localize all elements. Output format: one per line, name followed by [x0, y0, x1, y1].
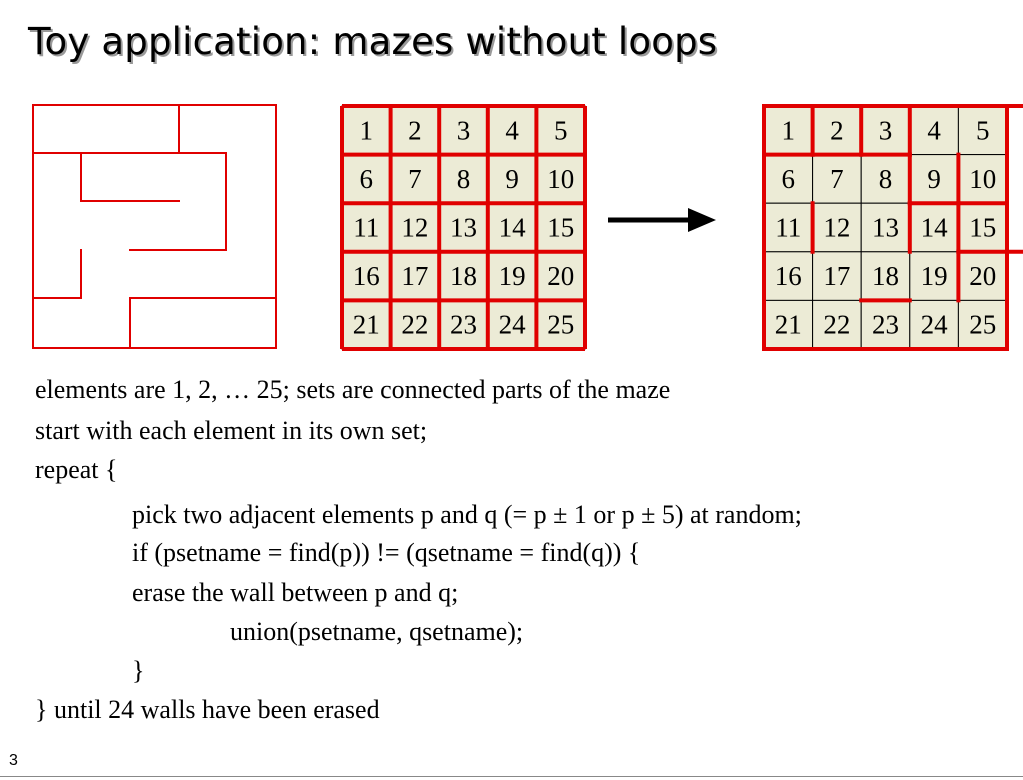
cell-number: 17: [823, 261, 850, 291]
text-line: elements are 1, 2, … 25; sets are connec…: [35, 375, 671, 404]
cell-number: 3: [457, 115, 471, 145]
grid-cell: [812, 105, 862, 156]
grid-cell: [438, 202, 489, 253]
cell-number: 25: [547, 310, 574, 340]
cell-number: 15: [969, 213, 996, 243]
cell-number: 6: [782, 164, 796, 194]
cell-number: 10: [547, 164, 574, 194]
grid-cell: [909, 299, 959, 350]
grid-cell: [390, 154, 440, 204]
cell-number: 1: [360, 115, 374, 145]
cell-number: 25: [969, 310, 996, 340]
page-number: 3: [9, 752, 18, 769]
cell-number: 4: [927, 115, 941, 145]
cell-number: 8: [457, 164, 471, 194]
cell-number: 19: [921, 261, 948, 291]
text-line: start with each element in its own set;: [35, 416, 428, 445]
footer-divider: [0, 776, 1023, 777]
grid-cell: [860, 251, 911, 301]
grid-cell: [860, 299, 911, 350]
grid-cell: [763, 105, 814, 156]
grid-cell: [390, 202, 440, 253]
cell-number: 11: [353, 213, 379, 243]
text-line: if (psetname = find(p)) != (qsetname = f…: [132, 538, 641, 567]
cell-number: 4: [505, 115, 519, 145]
slide-title: Toy application: mazes without loops: [28, 20, 718, 63]
text-line: erase the wall between p and q;: [132, 578, 459, 607]
cell-number: 13: [872, 213, 899, 243]
cell-number: 14: [499, 213, 526, 243]
cell-number: 9: [505, 164, 518, 194]
cell-number: 7: [830, 164, 844, 194]
grid-cell: [341, 251, 392, 301]
text-line: }: [132, 656, 145, 685]
grid-cell: [957, 154, 1008, 204]
cell-number: 20: [969, 261, 996, 291]
grid-cell: [487, 154, 537, 204]
cell-number: 8: [879, 164, 893, 194]
cell-number: 18: [450, 261, 477, 291]
cell-number: 22: [823, 310, 850, 340]
cell-number: 18: [872, 261, 899, 291]
cell-number: 22: [401, 310, 428, 340]
cell-number: 5: [554, 115, 568, 145]
cell-number: 5: [976, 115, 990, 145]
set-wall: [762, 104, 1009, 351]
cell-number: 12: [401, 213, 428, 243]
cell-number: 19: [499, 261, 526, 291]
text-line: union(psetname, qsetname);: [230, 617, 524, 646]
cell-number: 11: [775, 213, 801, 243]
maze-figure: [32, 104, 277, 349]
cell-number: 16: [775, 261, 802, 291]
text-line: } until 24 walls have been erased: [35, 695, 380, 724]
cell-number: 10: [969, 164, 996, 194]
cell-number: 1: [782, 115, 796, 145]
right-arrow-icon: [608, 208, 716, 232]
cell-number: 15: [547, 213, 574, 243]
cell-number: 13: [450, 213, 477, 243]
cell-number: 23: [872, 310, 899, 340]
cell-number: 14: [921, 213, 949, 243]
cell-number: 20: [547, 261, 574, 291]
text-line: repeat {: [35, 455, 118, 484]
cell-number: 24: [921, 310, 949, 340]
grid-cell: [957, 299, 1008, 350]
grid-cell: [535, 299, 586, 350]
cell-number: 21: [775, 310, 802, 340]
cell-number: 2: [830, 115, 844, 145]
cell-number: 2: [408, 115, 422, 145]
cell-number: 23: [450, 310, 477, 340]
grid-cell: [763, 299, 814, 350]
cell-number: 7: [408, 164, 422, 194]
cell-number: 6: [360, 164, 374, 194]
cell-number: 21: [353, 310, 380, 340]
cell-number: 3: [879, 115, 893, 145]
maze-outer-wall: [32, 104, 277, 349]
cell-number: 16: [353, 261, 380, 291]
cell-number: 9: [927, 164, 941, 194]
text-line: pick two adjacent elements p and q (= p …: [132, 500, 802, 529]
cell-number: 24: [499, 310, 526, 340]
cell-number: 12: [823, 213, 850, 243]
cell-number: 17: [401, 261, 428, 291]
